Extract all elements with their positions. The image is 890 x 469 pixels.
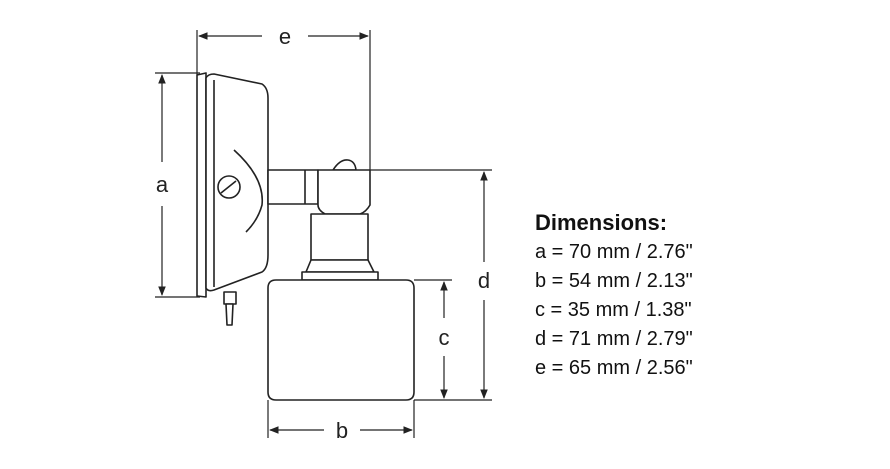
lamp-shade	[267, 279, 415, 401]
neck	[310, 213, 369, 261]
base-plate	[196, 72, 207, 298]
label-d: d	[478, 268, 490, 293]
neck-collar	[301, 271, 379, 281]
dimensions-list: Dimensions: a = 70 mm / 2.76" b = 54 mm …	[535, 208, 693, 383]
spec-line-c: c = 35 mm / 1.38"	[535, 299, 692, 321]
dimensions-title: Dimensions:	[535, 210, 668, 235]
dimension-labels: e a d c b	[156, 24, 490, 443]
housing-curve	[233, 149, 264, 233]
lamp-drawing	[196, 72, 415, 401]
spec-line-e: e = 65 mm / 2.56"	[535, 357, 693, 379]
switch-toggle	[223, 291, 237, 305]
neck-flare	[305, 259, 375, 273]
dimension-lines	[155, 30, 492, 438]
label-e: e	[279, 24, 291, 49]
switch-lever	[225, 303, 234, 326]
arm	[267, 169, 319, 205]
spec-line-a: a = 70 mm / 2.76"	[535, 241, 693, 263]
screw-slot	[220, 180, 237, 194]
label-c: c	[439, 325, 450, 350]
swivel-joint	[317, 169, 371, 215]
spec-line-b: b = 54 mm / 2.13"	[535, 270, 693, 292]
spec-line-d: d = 71 mm / 2.79"	[535, 328, 693, 350]
swivel-knob	[332, 159, 357, 171]
label-b: b	[336, 418, 348, 443]
label-a: a	[156, 172, 169, 197]
